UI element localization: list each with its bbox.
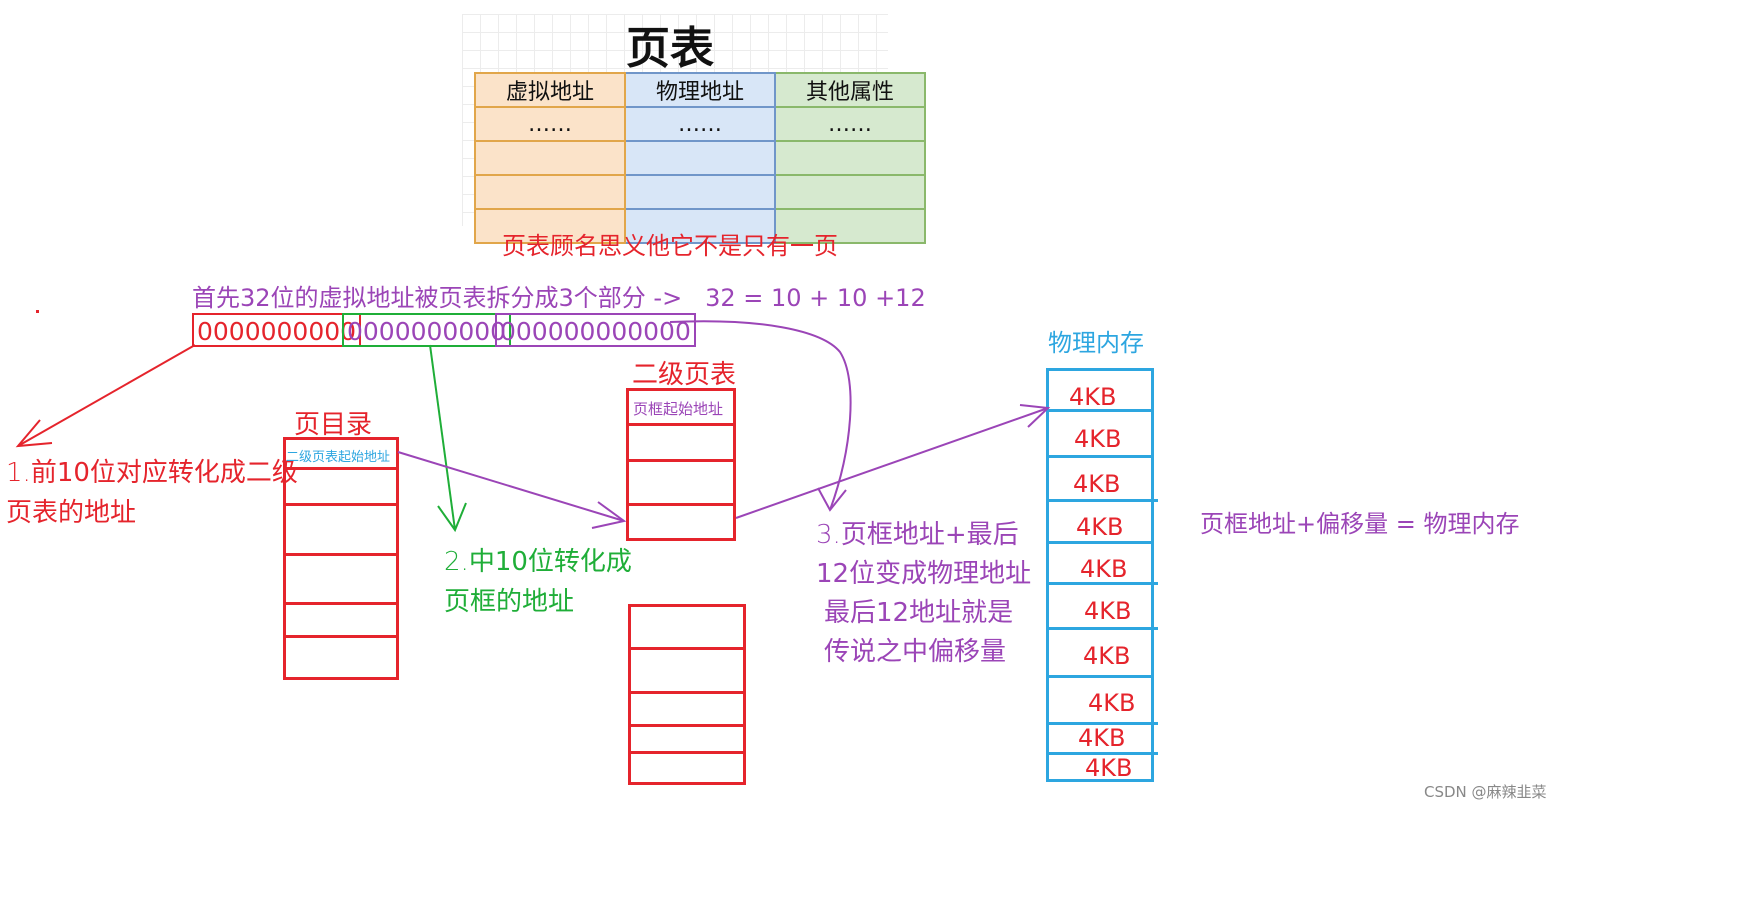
- memory-block-label: 4KB: [1073, 470, 1121, 498]
- table-cell: [474, 174, 626, 210]
- table-cell: ……: [474, 106, 626, 142]
- row-divider: [628, 724, 746, 727]
- table-cell: ……: [774, 106, 926, 142]
- second-level-page-table: 页框起始地址: [626, 388, 736, 541]
- step3-num: 3.: [816, 520, 841, 550]
- table-cell: [774, 140, 926, 176]
- step2-num: 2.: [444, 547, 469, 577]
- header-other-attributes: 其他属性: [774, 72, 926, 108]
- table-row: [474, 140, 926, 176]
- row-divider: [283, 635, 399, 638]
- memory-divider: [1046, 499, 1158, 502]
- page-title: 页表: [626, 23, 714, 74]
- table-cell: [474, 140, 626, 176]
- table-row: …… …… ……: [474, 106, 926, 142]
- row-divider: [628, 751, 746, 754]
- memory-divider: [1046, 752, 1158, 755]
- memory-block-label: 4KB: [1074, 425, 1122, 453]
- page-directory-title: 页目录: [294, 410, 373, 440]
- arrow-low-bits: [669, 320, 852, 512]
- arrow-table-to-memory: [735, 404, 1051, 519]
- page-table-note: 页表顾名思义他它不是只有一页: [502, 232, 838, 260]
- row-divider: [626, 423, 736, 426]
- formula: 页框地址+偏移量 = 物理内存: [1200, 510, 1520, 538]
- header-virtual-address: 虚拟地址: [474, 72, 626, 108]
- memory-divider: [1046, 627, 1158, 630]
- split-description: 首先32位的虚拟地址被页表拆分成3个部分 -> 32 = 10 + 10 +12: [192, 284, 926, 312]
- step2-text: 中10位转化成: [468, 547, 632, 577]
- table-cell: [774, 208, 926, 244]
- table-cell: [774, 174, 926, 210]
- memory-divider: [1046, 541, 1154, 544]
- step3-text: 页框地址+最后: [840, 520, 1019, 550]
- table-row: [474, 208, 926, 244]
- row-divider: [283, 553, 399, 556]
- physical-memory: 4KB 4KB 4KB 4KB 4KB 4KB 4KB 4KB 4KB 4KB: [1046, 368, 1158, 782]
- memory-block-label: 4KB: [1083, 642, 1131, 670]
- watermark: CSDN @麻辣韭菜: [1424, 783, 1547, 801]
- stray-dot: [36, 310, 39, 313]
- memory-divider: [1046, 582, 1158, 585]
- row-divider: [283, 503, 399, 506]
- memory-divider: [1046, 409, 1154, 412]
- memory-block-label: 4KB: [1080, 555, 1128, 583]
- memory-divider: [1046, 455, 1154, 458]
- step2-line2: 页框的地址: [444, 587, 575, 617]
- row-divider: [628, 691, 746, 694]
- second-table-title: 二级页表: [632, 360, 737, 390]
- memory-block-label: 4KB: [1069, 383, 1117, 411]
- memory-block-label: 4KB: [1084, 597, 1132, 625]
- bits-low12: 000000000000: [495, 313, 696, 347]
- row-divider: [626, 503, 736, 506]
- physical-memory-title: 物理内存: [1048, 329, 1144, 357]
- second-level-page-table-2: [628, 604, 746, 785]
- bits-high10: 0000000000: [192, 313, 362, 347]
- table-cell: [474, 208, 626, 244]
- step3-line2: 12位变成物理地址: [816, 559, 1032, 589]
- header-physical-address: 物理地址: [624, 72, 776, 108]
- table-cell: [624, 140, 776, 176]
- arrow-dir-to-table: [397, 451, 627, 529]
- step2-line1: 2.中10位转化成: [444, 541, 632, 578]
- row-divider: [626, 459, 736, 462]
- arrow-mid-bits: [429, 344, 467, 533]
- table-cell: [624, 174, 776, 210]
- memory-block-label: 4KB: [1088, 689, 1136, 717]
- step1-text: 前10位对应转化成二级: [30, 458, 298, 488]
- step3-line4: 传说之中偏移量: [824, 637, 1007, 667]
- memory-block-label: 4KB: [1085, 754, 1133, 782]
- memory-divider: [1046, 722, 1158, 725]
- step1-line2: 页表的地址: [6, 498, 137, 528]
- page-table-header-row: 虚拟地址 物理地址 其他属性: [474, 72, 926, 108]
- page-table: 虚拟地址 物理地址 其他属性 …… …… ……: [474, 72, 926, 244]
- step1-num: 1.: [6, 458, 31, 488]
- second-table-first-row: 页框起始地址: [633, 400, 724, 418]
- page-directory: 二级页表起始地址: [283, 437, 399, 680]
- step3-line3: 最后12地址就是: [824, 598, 1014, 628]
- step3-line1: 3.页框地址+最后: [816, 514, 1019, 551]
- page-directory-first-row: 二级页表起始地址: [286, 450, 391, 465]
- bits-mid10: 0000000000: [342, 313, 512, 347]
- row-divider: [628, 647, 746, 650]
- table-cell: ……: [624, 106, 776, 142]
- row-divider: [283, 467, 399, 470]
- table-cell: [624, 208, 776, 244]
- table-row: [474, 174, 926, 210]
- row-divider: [283, 602, 399, 605]
- memory-block-label: 4KB: [1076, 513, 1124, 541]
- arrow-high-bits: [15, 344, 196, 448]
- step1-line1: 1.前10位对应转化成二级: [6, 452, 298, 489]
- memory-block-label: 4KB: [1078, 724, 1126, 752]
- memory-divider: [1046, 675, 1154, 678]
